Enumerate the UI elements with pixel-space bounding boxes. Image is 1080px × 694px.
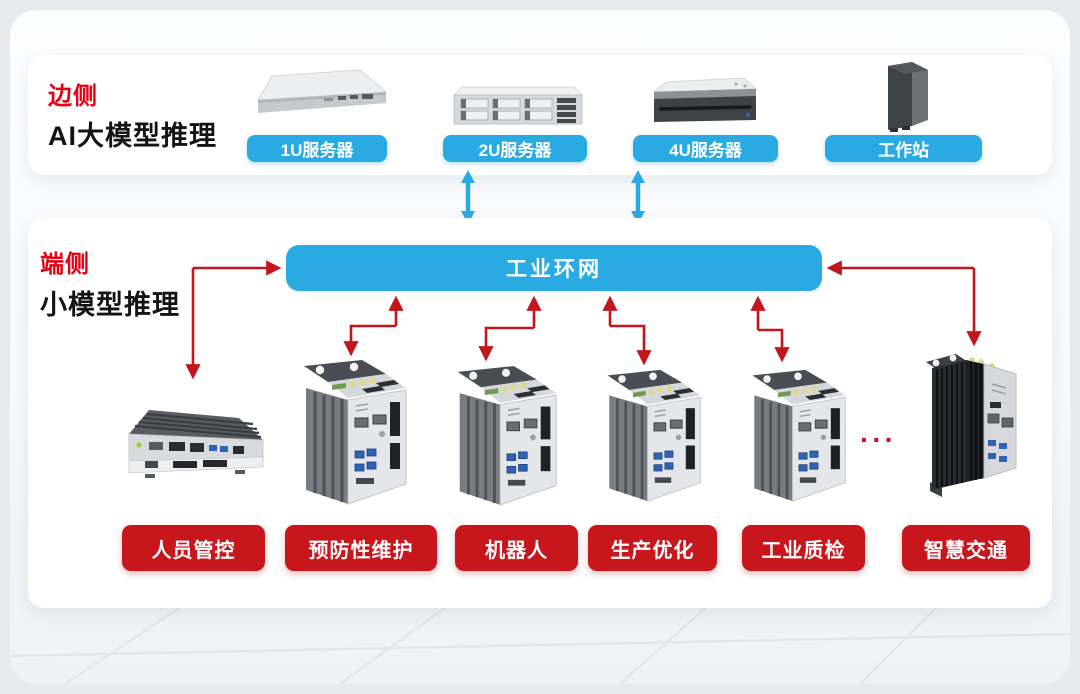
app-label-production-optimization: 生产优化 [588, 525, 717, 571]
industrial-ring-network-bar: 工业环网 [286, 245, 822, 291]
app-label-industrial-quality-inspection: 工业质检 [742, 525, 865, 571]
workstation-tower-icon [878, 58, 934, 136]
floor-grid-decoration [10, 602, 1070, 684]
app-label-robot: 机器人 [455, 525, 578, 571]
app-label-preventive-maintenance: 预防性维护 [285, 525, 437, 571]
heatsink-pc-icon [922, 350, 1024, 500]
din-rail-pc-icon [747, 366, 849, 505]
end-section-tag: 端侧 [40, 251, 90, 278]
edge-section-title: AI大模型推理 [48, 121, 217, 151]
more-devices-ellipsis: ··· [860, 424, 897, 455]
device-label-1u-server: 1U服务器 [247, 135, 387, 162]
device-label-2u-server: 2U服务器 [443, 135, 587, 162]
app-label-smart-transportation: 智慧交通 [902, 525, 1030, 571]
box-pc-icon [115, 404, 267, 496]
server-2u-icon [448, 84, 588, 130]
din-rail-pc-icon [298, 356, 410, 508]
din-rail-pc-icon [452, 362, 560, 509]
end-section-title: 小模型推理 [40, 290, 180, 320]
device-label-4u-server: 4U服务器 [633, 135, 778, 162]
din-rail-pc-icon [602, 366, 704, 505]
up-down-arrow-icon [461, 170, 475, 224]
app-label-personnel-control: 人员管控 [122, 525, 265, 571]
up-down-arrow-icon [631, 170, 645, 224]
device-label-workstation: 工作站 [825, 135, 982, 162]
server-4u-icon [650, 76, 762, 128]
server-1u-icon [250, 68, 390, 126]
edge-section-tag: 边侧 [48, 83, 98, 110]
